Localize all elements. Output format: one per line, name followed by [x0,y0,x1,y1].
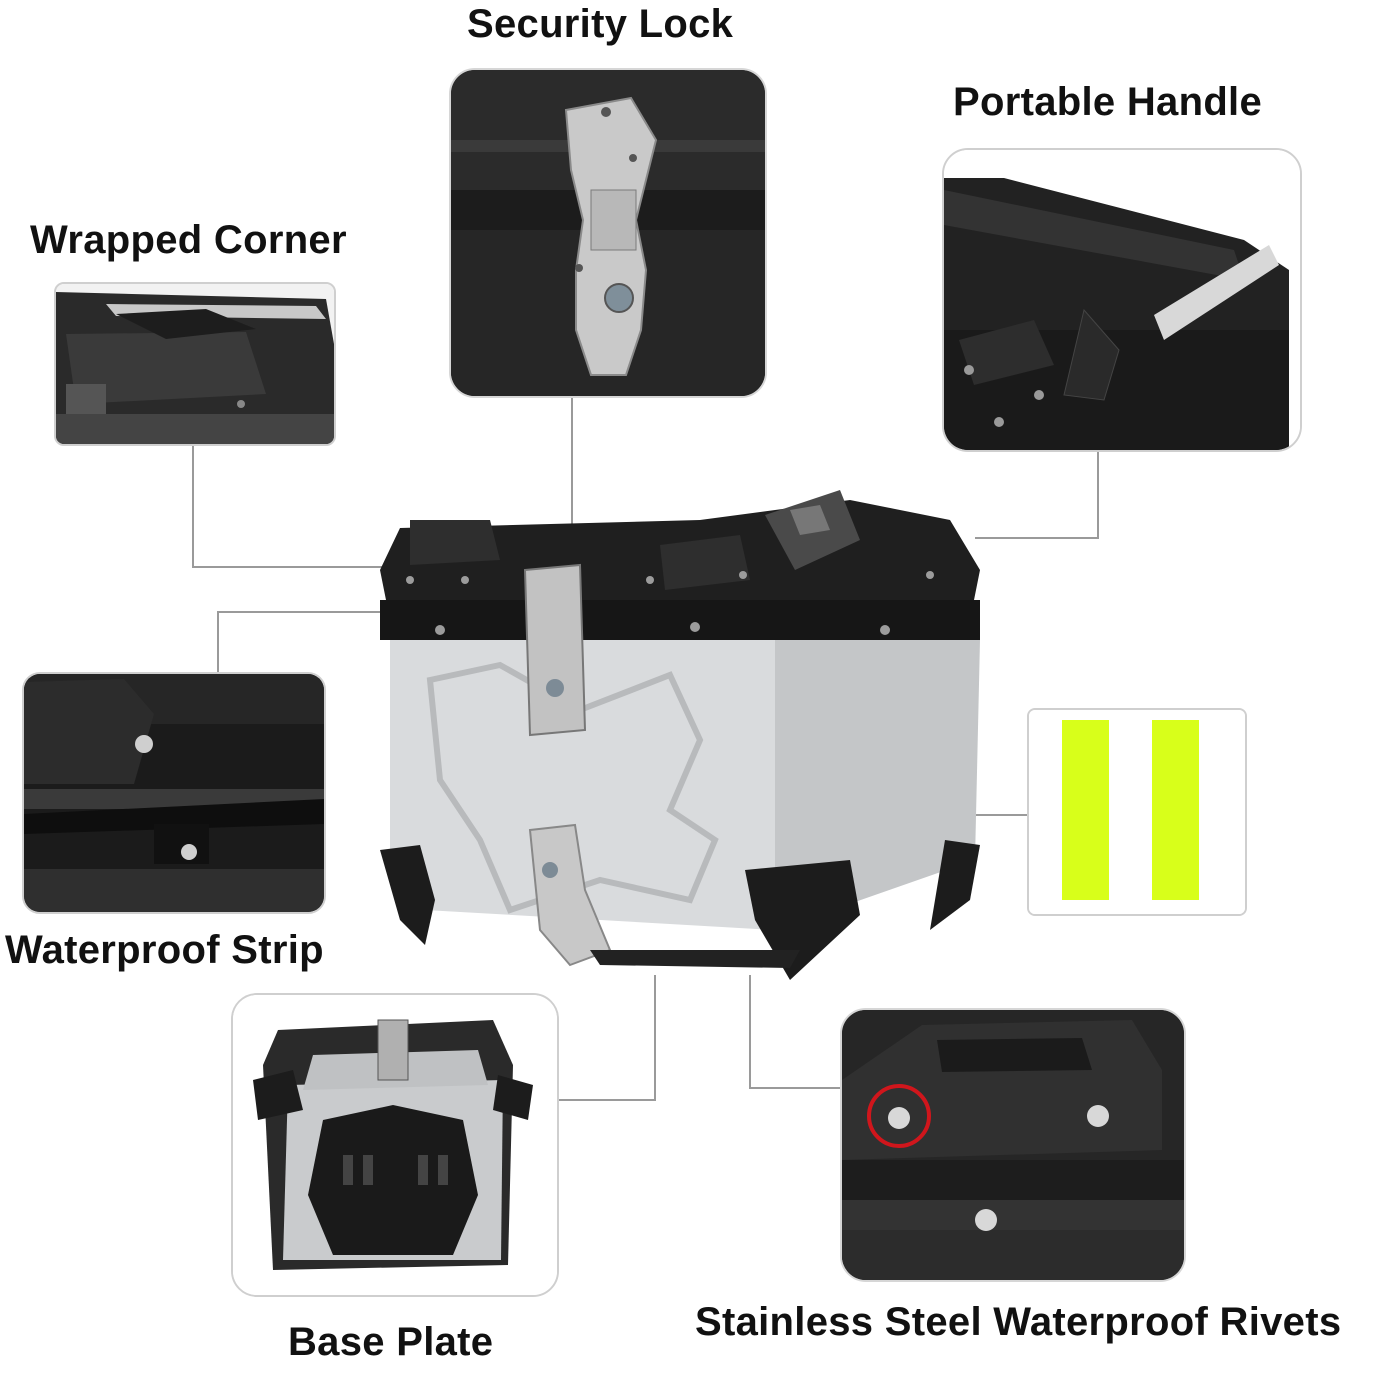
security-lock-label: Security Lock [467,2,734,46]
wrapped-corner-image [54,282,336,446]
rivets-label: Stainless Steel Waterproof Rivets [695,1300,1342,1344]
main-top-box-image [370,480,990,980]
reflector-strips-image [1027,708,1247,916]
waterproof-strip-label: Waterproof Strip [5,928,324,972]
portable-handle-label: Portable Handle [953,80,1263,124]
security-lock-image [449,68,767,398]
reflector-strip-left [1062,720,1109,900]
portable-handle-image [942,148,1302,452]
base-plate-image [231,993,559,1297]
base-plate-label: Base Plate [288,1320,494,1364]
rivet-highlight-circle [867,1084,931,1148]
reflector-strip-right [1152,720,1199,900]
wrapped-corner-label: Wrapped Corner [30,218,347,262]
waterproof-strip-image [22,672,326,914]
rivets-image [840,1008,1186,1282]
